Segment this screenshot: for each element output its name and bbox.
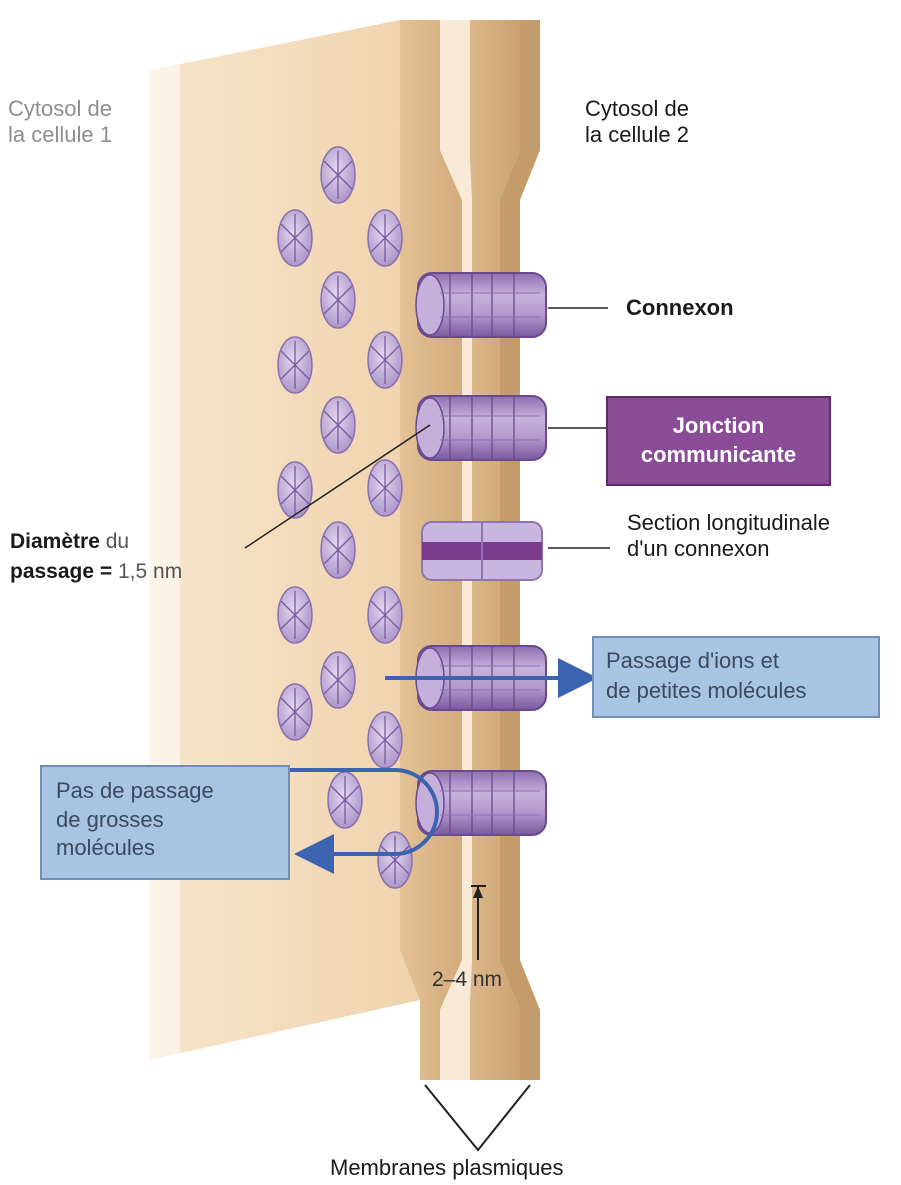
membranes-bracket (425, 1085, 530, 1150)
hexagonal-pore-icon (278, 587, 312, 643)
hexagonal-pore-icon (321, 652, 355, 708)
gap-width-label: 2–4 nm (432, 967, 502, 992)
longitudinal-section-label: Section longitudinale d'un connexon (627, 510, 830, 563)
cytosol-cell1-label: Cytosol de la cellule 1 (8, 96, 112, 149)
connexon-longitudinal-section (422, 522, 542, 580)
hexagonal-pore-icon (378, 832, 412, 888)
connexon-label: Connexon (626, 295, 734, 321)
hexagonal-pore-icon (368, 210, 402, 266)
hexagonal-pore-icon (278, 684, 312, 740)
hexagonal-pore-icon (321, 147, 355, 203)
no-large-passage-box: Pas de passage de grosses molécules (40, 765, 290, 880)
connexon-icon (416, 273, 546, 337)
hexagonal-pore-icon (321, 397, 355, 453)
hexagonal-pore-icon (368, 332, 402, 388)
hexagonal-pore-icon (278, 462, 312, 518)
hexagonal-pore-icon (321, 522, 355, 578)
cytosol-cell2-label: Cytosol de la cellule 2 (585, 96, 689, 149)
plasma-membranes-label: Membranes plasmiques (330, 1155, 564, 1181)
connexon-icon (416, 396, 546, 460)
hexagonal-pore-icon (278, 210, 312, 266)
hexagonal-pore-icon (278, 337, 312, 393)
hexagonal-pore-icon (368, 460, 402, 516)
ions-passage-box: Passage d'ions et de petites molécules (592, 636, 880, 718)
hexagonal-pore-icon (368, 712, 402, 768)
hexagonal-pore-icon (321, 272, 355, 328)
hexagonal-pore-icon (368, 587, 402, 643)
hexagonal-pore-icon (328, 772, 362, 828)
gap-junction-box: Jonction communicante (606, 396, 831, 486)
pore-diameter-label: Diamètre du passage = 1,5 nm (10, 527, 182, 588)
membrane-cell1-face (150, 20, 420, 1060)
